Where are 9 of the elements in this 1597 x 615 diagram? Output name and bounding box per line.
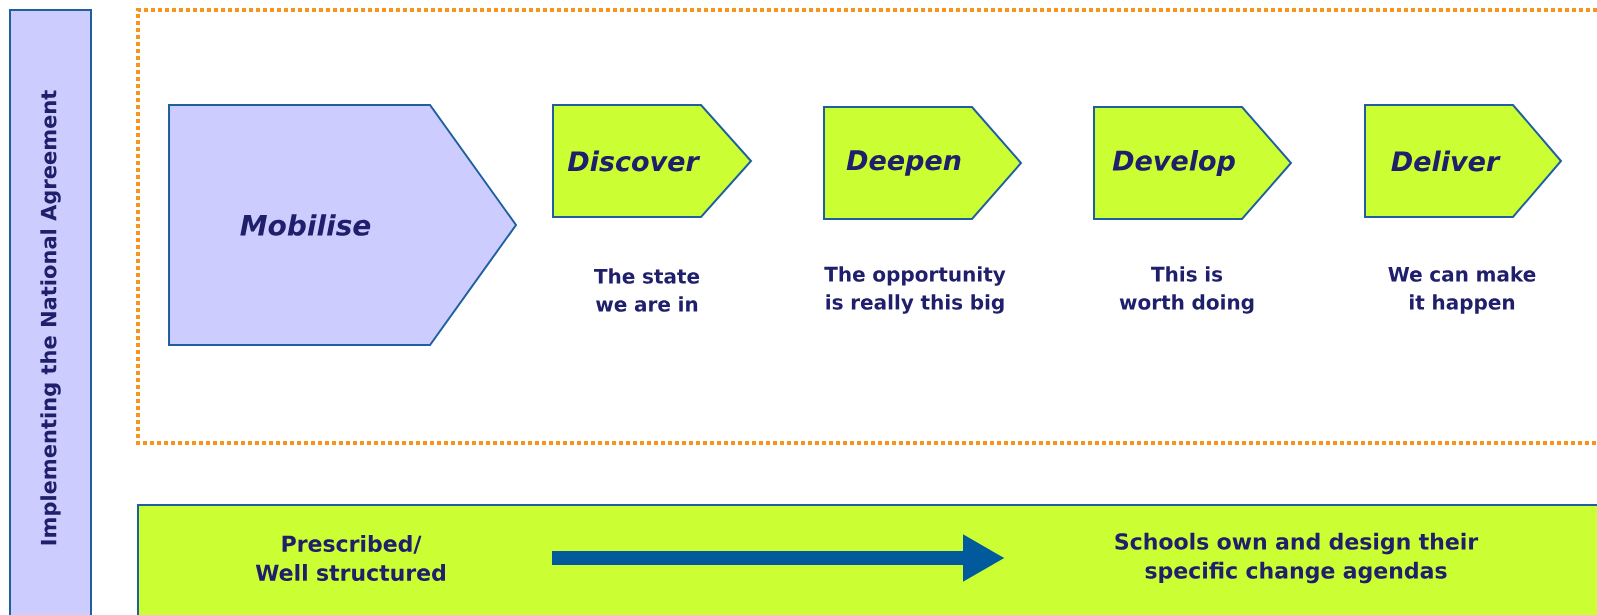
caption: This is worth doing <box>1119 266 1254 314</box>
vertical-side-label: Implementing the National Agreement <box>9 9 92 615</box>
caption: The state we are in <box>594 268 700 312</box>
caption: The opportunity is really this big <box>824 266 1006 314</box>
band-text: Prescribed/ Well structured <box>255 535 445 581</box>
dotted-frame <box>136 8 1597 445</box>
band-text: Schools own and design their specific change agendas <box>1115 532 1479 584</box>
band-background <box>137 504 1597 615</box>
caption: We can make it happen <box>1388 266 1536 314</box>
